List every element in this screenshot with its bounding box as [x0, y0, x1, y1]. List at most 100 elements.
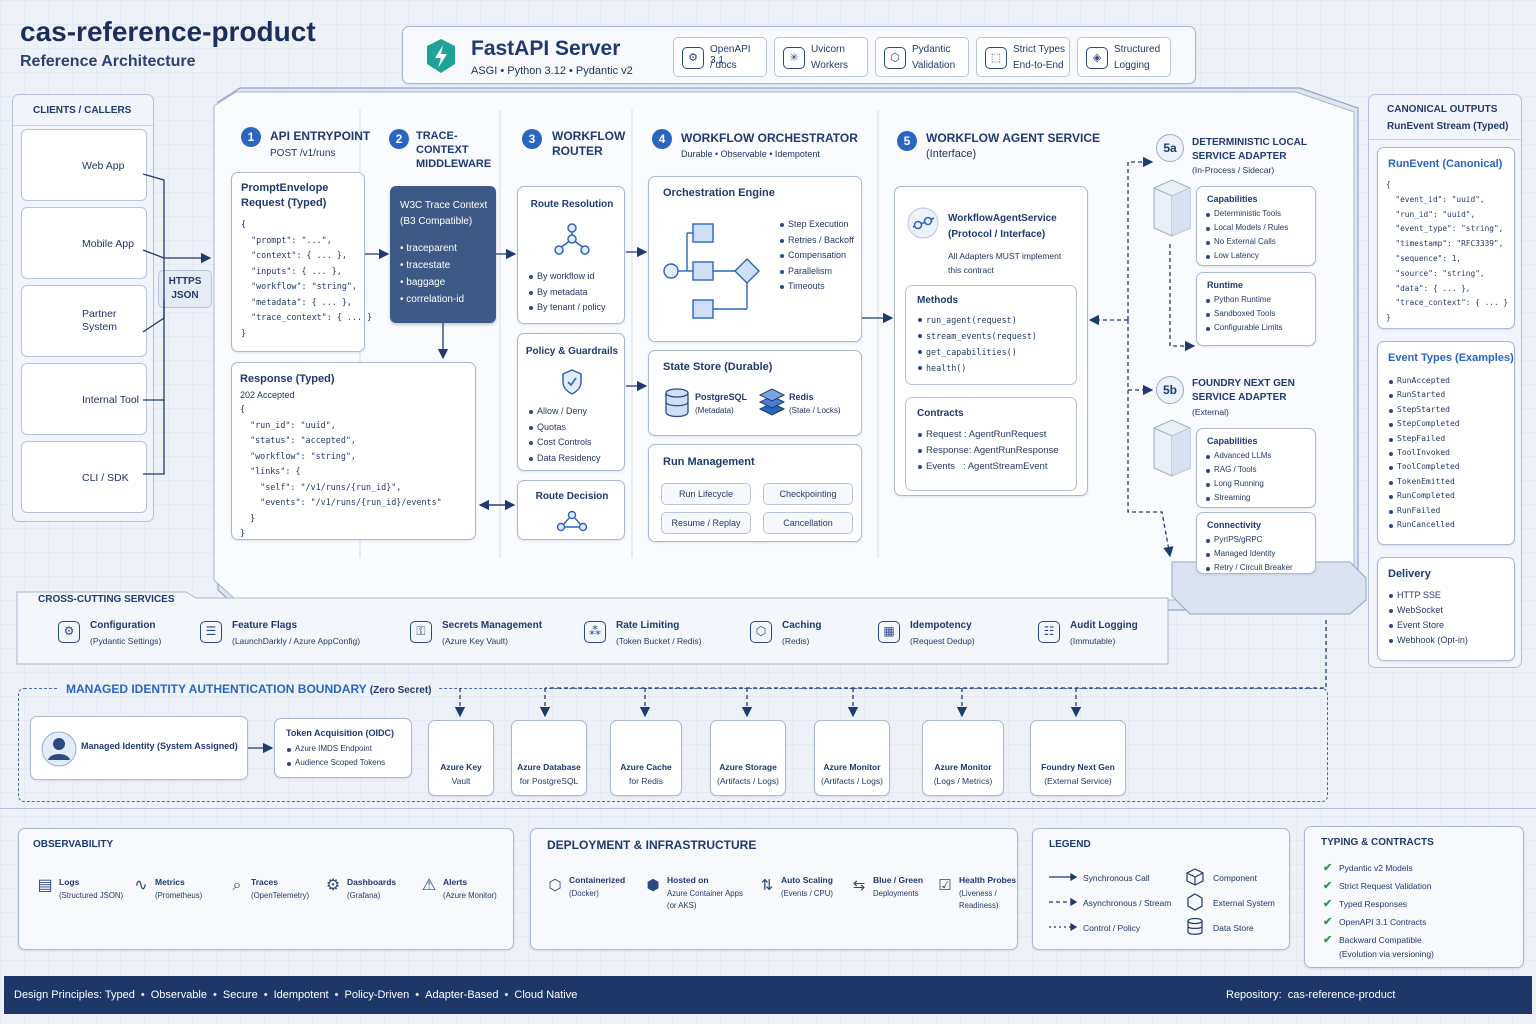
workflow-dag-icon: [663, 223, 760, 319]
observability-sub: (OpenTelemetry): [251, 891, 310, 900]
platform-step: [1171, 561, 1367, 615]
policy-rule: Allow / Deny: [528, 404, 601, 420]
azure-target-sub: Vault: [451, 776, 471, 786]
deployment-item: Auto Scaling: [781, 875, 833, 885]
prompt-envelope-card: PromptEnvelope Request (Typed) { "prompt…: [231, 172, 372, 352]
agent-service-title: WORKFLOW AGENT SERVICE: [926, 131, 1100, 145]
step-4-badge: 4: [652, 129, 672, 149]
observability-3-icon: ⚙: [325, 877, 341, 894]
workflow-router-title: WORKFLOW ROUTER: [552, 129, 626, 158]
server-feature-0: ⚙OpenAPI 3.1/ docs: [673, 37, 767, 77]
design-principle: Cloud Native: [514, 989, 578, 1001]
cross-service-title: Caching: [782, 620, 822, 631]
local-runtime-title: Runtime: [1207, 280, 1243, 290]
check-icon: ✔: [1323, 898, 1333, 910]
outputs-title: CANONICAL OUTPUTS: [1387, 104, 1498, 115]
cross-5-icon: ▦: [878, 621, 900, 643]
delivery-mode: Webhook (Opt-in): [1388, 633, 1468, 648]
azure-resource-icon: [842, 729, 864, 753]
run-mgmt-chip[interactable]: Resume / Replay: [661, 512, 751, 534]
local-cap-title: Capabilities: [1207, 194, 1258, 204]
footer-bar: Design Principles: Typed•Observable•Secu…: [4, 976, 1532, 1014]
local-adapter-sub: (In-Process / Sidecar): [1192, 165, 1275, 175]
event-type: StepStarted: [1388, 403, 1460, 417]
prompt-envelope-schema: { "prompt": "...", "context": { ... }, "…: [241, 219, 373, 338]
design-principles: Design Principles: Typed•Observable•Secu…: [14, 989, 577, 1001]
client-internal-tool[interactable]: Internal Tool: [21, 363, 147, 435]
cross-service-sub: (Azure Key Vault): [442, 636, 508, 646]
azure-target-3[interactable]: Azure Storage(Artifacts / Logs): [710, 720, 786, 796]
deployment-sub: (Liveness /: [959, 889, 997, 898]
redis-stack-icon: [758, 388, 786, 416]
check-icon: ✔: [1323, 862, 1333, 874]
page-subtitle: Reference Architecture: [20, 53, 196, 70]
feature-label: Uvicorn: [811, 44, 845, 55]
deployment-3-icon: ⇆: [852, 877, 866, 894]
response-status: 202 Accepted: [240, 390, 295, 400]
azure-target-4[interactable]: Azure Monitor(Artifacts / Logs): [814, 720, 890, 796]
run-mgmt-chip[interactable]: Cancellation: [763, 512, 853, 534]
client-partner-system[interactable]: Partner System: [21, 285, 147, 357]
principle-separator: •: [334, 989, 339, 1001]
repository-name[interactable]: cas-reference-product: [1287, 989, 1396, 1001]
client-cli-sdk[interactable]: CLI / SDK: [21, 441, 147, 513]
engine-capability: Parallelism: [779, 264, 854, 280]
azure-target-sub: (Artifacts / Logs): [717, 776, 779, 786]
legend-datastore: Data Store: [1213, 923, 1254, 933]
repository: Repository: cas-reference-product: [1226, 989, 1396, 1001]
foundry-capability: Streaming: [1205, 491, 1271, 505]
foundry-connectivity-item: Retry / Circuit Breaker: [1205, 561, 1293, 575]
engine-title: Orchestration Engine: [663, 187, 775, 199]
check-icon: ✔: [1323, 916, 1333, 928]
partner-system-icon: [34, 302, 74, 342]
azure-target-5[interactable]: Azure Monitor(Logs / Metrics): [922, 720, 1004, 796]
foundry-capability: Advanced LLMs: [1205, 449, 1271, 463]
w3c-trace-title: W3C Trace Context (B3 Compatible): [400, 200, 488, 227]
run-mgmt-chip[interactable]: Checkpointing: [763, 483, 853, 505]
delivery-mode: Event Store: [1388, 618, 1468, 633]
cross-service-title: Idempotency: [910, 620, 972, 631]
response-schema: { "run_id": "uuid", "status": "accepted"…: [240, 404, 442, 538]
component-cube-icon: [1186, 868, 1204, 886]
client-web-app[interactable]: Web App: [21, 129, 147, 201]
foundry-adapter-title: FOUNDRY NEXT GEN SERVICE ADAPTER: [1192, 378, 1295, 403]
feature-label: Structured: [1114, 44, 1161, 55]
route-decision-card: Route Decision: [517, 480, 625, 540]
client-mobile-app[interactable]: Mobile App: [21, 207, 147, 279]
external-hexagon-icon: [1187, 893, 1203, 911]
method-item: get_capabilities(): [917, 344, 1037, 360]
w3c-trace-context-card: W3C Trace Context (B3 Compatible) • trac…: [390, 186, 496, 323]
contract-item: Request : AgentRunRequest: [917, 427, 1059, 443]
run-mgmt-chip[interactable]: Run Lifecycle: [661, 483, 751, 505]
agent-service-sub: (Interface): [926, 148, 977, 160]
step-5b-badge: 5b: [1156, 376, 1184, 404]
agent-contract-note: All Adapters MUST implement this contrac…: [948, 251, 1062, 275]
azure-resource-icon: [451, 729, 473, 753]
event-type: RunFailed: [1388, 504, 1460, 518]
principles-list: Typed•Observable•Secure•Idempotent•Polic…: [105, 989, 577, 1001]
cross-3-icon: ⁂: [584, 621, 606, 643]
trace-field: • traceparent: [400, 243, 457, 254]
fastapi-title: FastAPI Server: [471, 37, 621, 60]
fastapi-logo-icon: [427, 39, 455, 73]
feature-sub: Logging: [1114, 60, 1150, 71]
outputs-sub: RunEvent Stream (Typed): [1387, 121, 1509, 132]
azure-target-6[interactable]: Foundry Next Gen(External Service): [1030, 720, 1126, 796]
observability-item: Traces: [251, 877, 278, 887]
contracts-title: Contracts: [917, 408, 964, 419]
azure-target-label: Azure Database: [517, 762, 581, 772]
event-type: RunStarted: [1388, 388, 1460, 402]
feature-label: Pydantic: [912, 44, 951, 55]
cross-service-sub: (Immutable): [1070, 636, 1116, 646]
route-rule: By metadata: [528, 285, 606, 301]
